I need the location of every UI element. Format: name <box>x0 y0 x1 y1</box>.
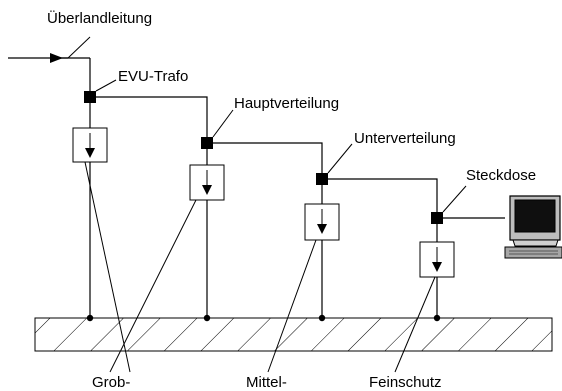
earth-ground-icon <box>34 317 553 352</box>
surge-arrester-icon <box>72 127 108 163</box>
junction-utility-transformer <box>84 91 96 103</box>
label-sub-distribution: Unterverteilung <box>354 130 456 147</box>
computer-icon <box>504 195 562 259</box>
junction-sub-distribution <box>316 173 328 185</box>
label-fine: Feinschutz <box>369 374 442 391</box>
label-utility-transformer: EVU-Trafo <box>118 68 188 85</box>
label-coarse: Grob- <box>92 374 130 391</box>
junction-socket <box>431 212 443 224</box>
supply-wiring <box>90 96 505 219</box>
label-overhead-line: Überlandleitung <box>47 9 152 27</box>
surge-arrester-icon <box>189 164 225 201</box>
label-main-distribution: Hauptverteilung <box>234 95 339 112</box>
label-socket: Steckdose <box>466 167 536 184</box>
surge-arrester-icon <box>419 241 455 278</box>
label-leaders <box>84 79 467 373</box>
junction-main-distribution <box>201 137 213 149</box>
surge-arrester-icon <box>304 203 340 241</box>
overhead-line <box>8 36 91 97</box>
ground-contact-dots <box>86 314 441 322</box>
label-medium: Mittel- <box>246 374 287 391</box>
